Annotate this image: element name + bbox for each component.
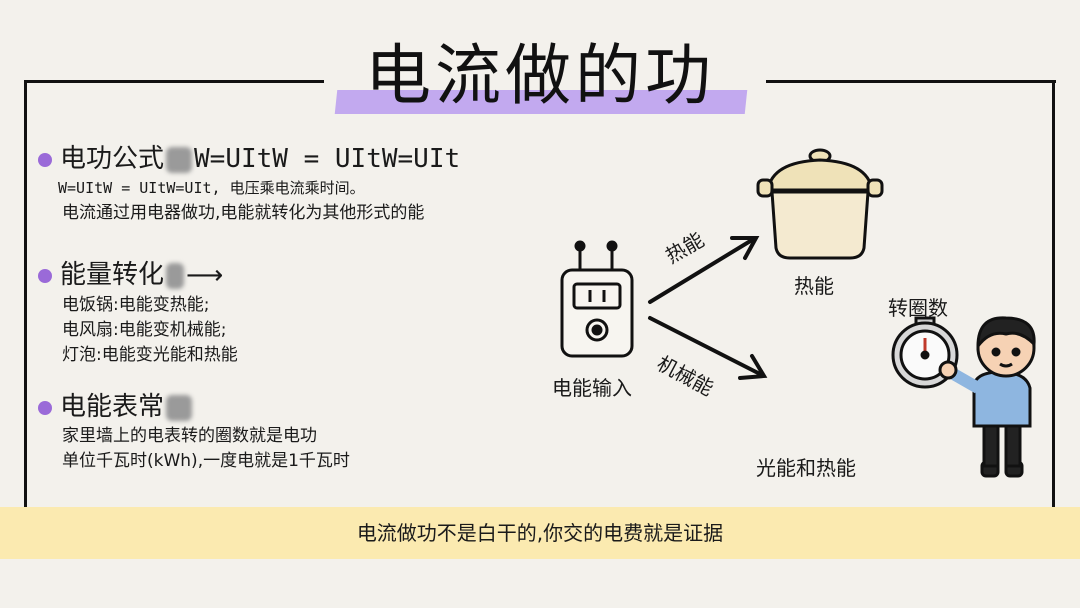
energy-item-3: 灯泡:电能变光能和热能 [62, 344, 238, 365]
page-title: 电流做的功 [365, 37, 715, 114]
meter-line-2: 单位千瓦时(kWh),一度电就是1千瓦时 [62, 451, 350, 471]
right-arrow-icon: ⟶ [186, 260, 224, 291]
label-meter-turns: 转圈数 [888, 296, 948, 320]
energy-item-2: 电风扇:电能变机械能; [62, 319, 227, 340]
energy-heading: 能量转化 [60, 260, 165, 290]
blurred-emoji-icon [166, 262, 185, 289]
rice-cooker-icon [756, 148, 884, 260]
formula-heading-formula: W=UItW = UItW=UIt [194, 144, 461, 174]
frame-top-right [766, 80, 1056, 83]
electric-meter-icon [560, 240, 634, 358]
blurred-emoji-icon [166, 394, 193, 421]
label-light-heat: 光能和热能 [756, 456, 856, 480]
title-block: 电流做的功 [330, 28, 750, 124]
label-pot-heat: 热能 [794, 274, 834, 298]
label-electric-input: 电能输入 [552, 376, 632, 400]
frame-top-left [24, 80, 324, 83]
section-meter: 电能表常 家里墙上的电表转的圈数就是电功 单位千瓦时(kWh),一度电就是1千瓦… [38, 390, 350, 474]
bullet-icon [38, 400, 52, 415]
formula-line-2: 电流通过用电器做功,电能就转化为其他形式的能 [62, 203, 425, 223]
arrow-to-mechanical [648, 316, 768, 380]
section-energy: 能量转化 ⟶ 电饭锅:电能变热能; 电风扇:电能变机械能; 灯泡:电能变光能和热能 [38, 258, 238, 368]
meter-heading: 电能表常 [60, 392, 165, 422]
section-formula-heading: 电功公式 W=UItW = UItW=UIt [38, 142, 460, 176]
section-meter-heading: 电能表常 [38, 390, 350, 424]
formula-line-1: W=UItW = UItW=UIt, 电压乘电流乘时间。 [58, 179, 365, 197]
arrow-to-heat [648, 236, 760, 304]
bullet-icon [38, 268, 52, 283]
boy-character-icon [938, 316, 1036, 478]
blurred-emoji-icon [166, 146, 193, 173]
caption-text: 电流做功不是白干的,你交的电费就是证据 [356, 521, 724, 545]
frame-right [1052, 80, 1055, 510]
formula-heading-prefix: 电功公式 [60, 144, 165, 174]
section-formula: 电功公式 W=UItW = UItW=UIt W=UItW = UItW=UIt,… [38, 142, 460, 226]
frame-left [24, 80, 27, 510]
meter-line-1: 家里墙上的电表转的圈数就是电功 [62, 426, 317, 446]
caption-band [0, 507, 1080, 559]
energy-item-1: 电饭锅:电能变热能; [62, 294, 210, 315]
section-energy-heading: 能量转化 ⟶ [38, 258, 238, 293]
bullet-icon [38, 152, 52, 167]
